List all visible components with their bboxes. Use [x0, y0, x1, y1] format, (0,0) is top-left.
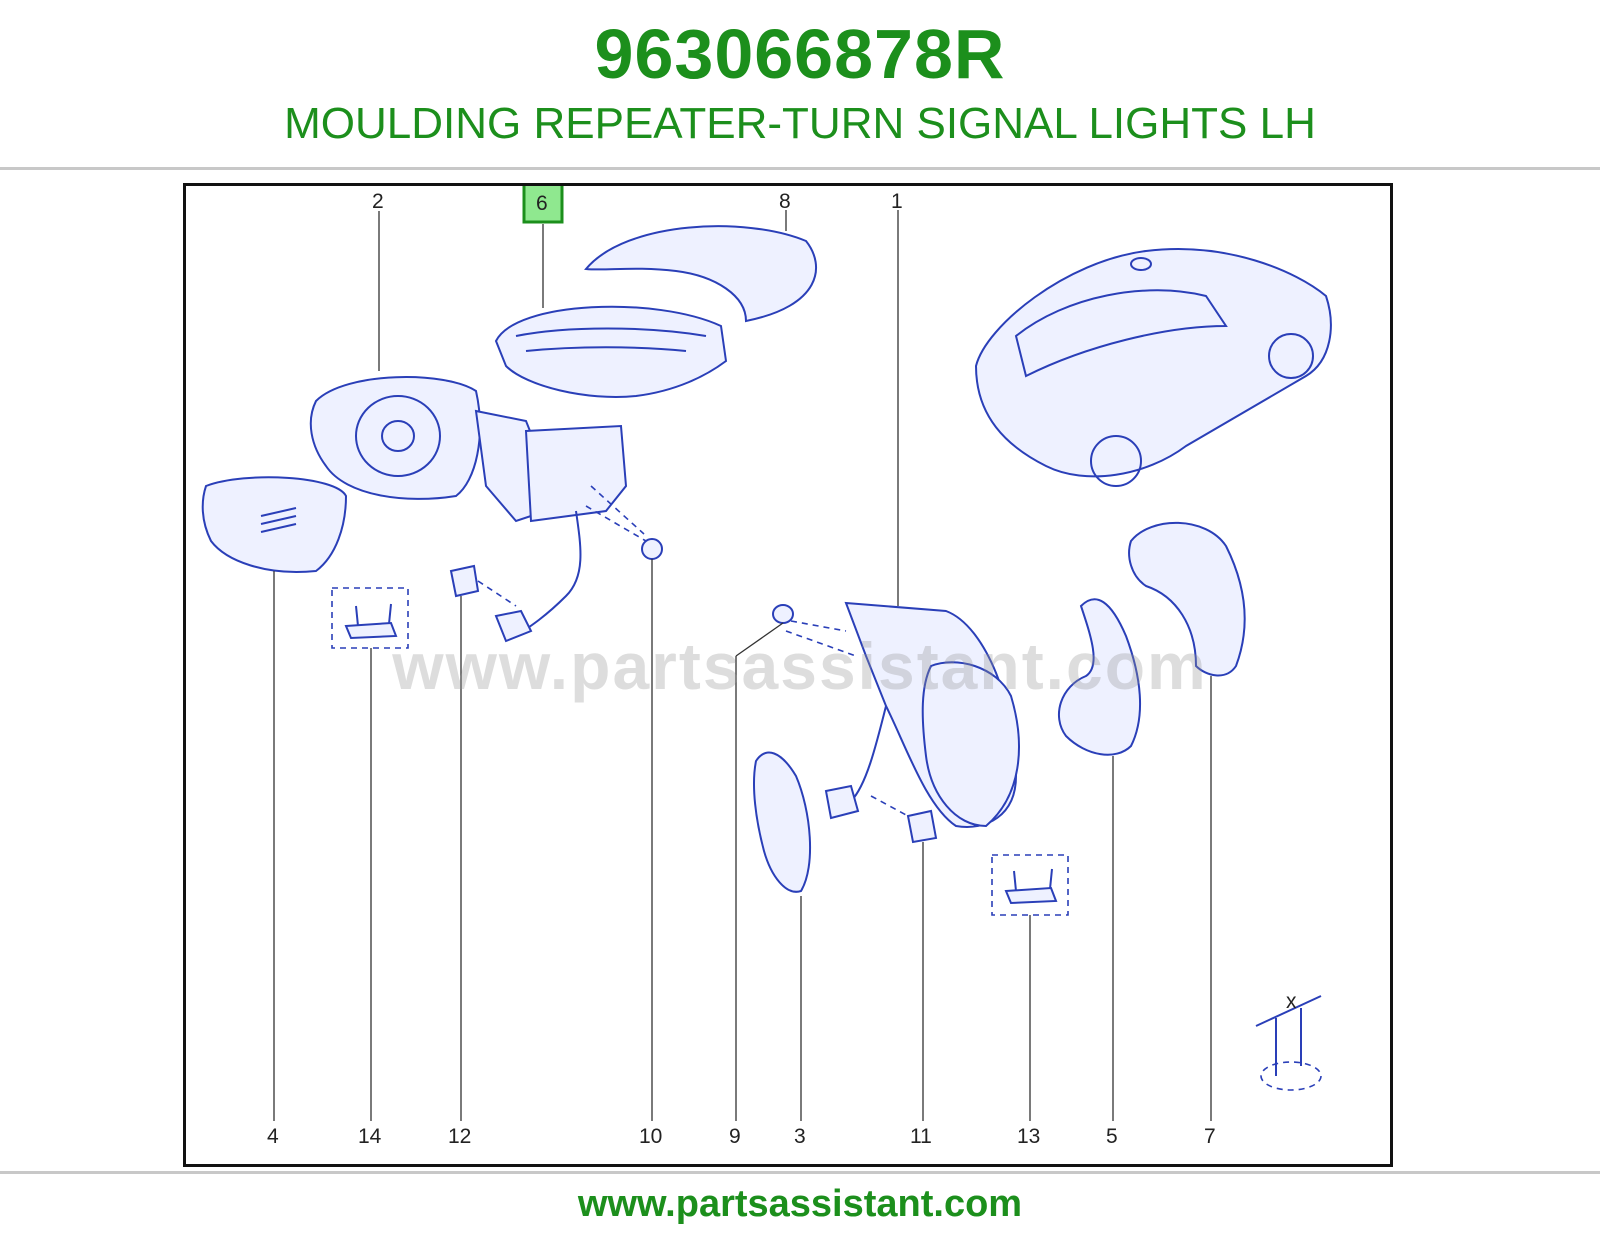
car-illustration	[974, 248, 1332, 478]
page-header: 963066878R MOULDING REPEATER-TURN SIGNAL…	[0, 0, 1600, 168]
callout-6-highlight	[522, 186, 564, 224]
leader-lines	[273, 210, 1212, 1121]
callout-2[interactable]: 2	[372, 190, 384, 213]
dimension-lines	[1255, 995, 1322, 1076]
wire-harness-left[interactable]	[515, 510, 582, 637]
part-12-clip[interactable]	[449, 564, 480, 598]
car-rear-wheel	[1090, 435, 1142, 487]
part-3-mirror-glass[interactable]	[753, 751, 812, 893]
part-7-mirror-cap[interactable]	[1128, 521, 1246, 677]
callout-12[interactable]: 12	[448, 1125, 471, 1148]
part-2-motor-ring	[355, 395, 441, 477]
car-window-line	[1014, 289, 1228, 378]
diagram-svg: x 2 6 8 1 4 14 12 10	[201, 186, 1332, 1148]
callout-5[interactable]: 5	[1106, 1125, 1118, 1148]
wire-harness-right[interactable]	[850, 705, 887, 802]
car-mirror-marker	[1130, 257, 1152, 271]
part-6-detail-line	[525, 346, 687, 352]
callout-9[interactable]: 9	[729, 1125, 741, 1148]
callout-11[interactable]: 11	[910, 1125, 932, 1148]
parts-diagram: x 2 6 8 1 4 14 12 10	[183, 183, 1393, 1167]
assembly-arrow-clip-right	[870, 795, 909, 817]
part-13-screws	[1013, 868, 1053, 892]
part-4-mirror-glass[interactable]	[201, 476, 348, 573]
part-10-nut[interactable]	[641, 538, 663, 560]
part-14-bracket	[344, 621, 398, 640]
callout-1[interactable]: 1	[891, 190, 903, 213]
callout-14[interactable]: 14	[358, 1125, 382, 1148]
part-8-mirror-cap[interactable]	[584, 225, 818, 323]
callout-6[interactable]: 6	[536, 192, 548, 215]
callout-3[interactable]: 3	[794, 1125, 806, 1148]
part-1-mirror-housing[interactable]	[921, 661, 1020, 828]
part-number: 963066878R	[594, 15, 1006, 93]
assembly-arrows-left	[585, 485, 647, 542]
part-9-grommet[interactable]	[772, 604, 794, 624]
part-5-repeater-moulding[interactable]	[1057, 598, 1141, 756]
part-14-screws	[355, 603, 392, 627]
footer-divider	[0, 1171, 1600, 1174]
header-divider	[0, 167, 1600, 170]
mirror-mount-left[interactable]	[524, 424, 628, 523]
callout-7[interactable]: 7	[1204, 1125, 1216, 1148]
callout-4[interactable]: 4	[267, 1125, 279, 1148]
callout-8[interactable]: 8	[779, 190, 791, 213]
car-front-wheel	[1268, 333, 1314, 379]
part-4-heater-lines	[260, 507, 297, 533]
harness-connector-left[interactable]	[494, 609, 533, 643]
part-2-mirror-body[interactable]	[309, 376, 481, 500]
dimension-detail-part	[1260, 1061, 1322, 1091]
part-14-kit-box[interactable]	[331, 587, 409, 649]
callout-10[interactable]: 10	[639, 1125, 662, 1148]
part-6-repeater-moulding[interactable]	[494, 305, 728, 398]
part-13-bracket	[1004, 886, 1058, 905]
harness-connector-right[interactable]	[824, 784, 860, 820]
assembly-arrows-right	[785, 620, 857, 657]
assembly-arrow-clip-left	[477, 580, 517, 607]
callout-13[interactable]: 13	[1017, 1125, 1040, 1148]
part-13-kit-box[interactable]	[991, 854, 1069, 916]
part-6-detail-line	[515, 327, 707, 337]
footer-url[interactable]: www.partsassistant.com	[577, 1183, 1023, 1225]
part-11-clip[interactable]	[906, 809, 938, 844]
part-description: MOULDING REPEATER-TURN SIGNAL LIGHTS LH	[284, 99, 1316, 148]
dimension-label: x	[1286, 990, 1297, 1013]
part-2-motor-center	[381, 420, 415, 452]
